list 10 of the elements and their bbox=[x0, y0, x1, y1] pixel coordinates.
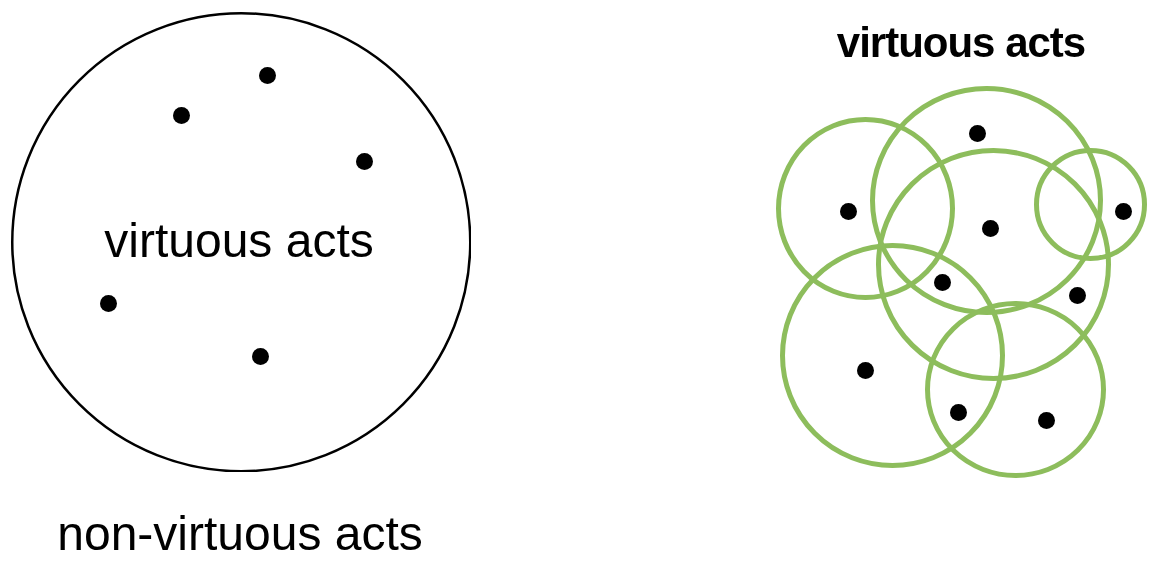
cluster-title: virtuous acts bbox=[836, 22, 1086, 64]
set-circle bbox=[1033, 147, 1147, 261]
set-circle bbox=[924, 300, 1106, 478]
set-label: virtuous acts bbox=[104, 217, 374, 265]
set-circle bbox=[779, 242, 1005, 468]
set-circle bbox=[10, 11, 472, 473]
set-circle bbox=[869, 85, 1103, 315]
set-circle bbox=[775, 116, 955, 300]
region-label: non-virtuous acts bbox=[57, 510, 423, 558]
set-circle bbox=[875, 147, 1111, 381]
